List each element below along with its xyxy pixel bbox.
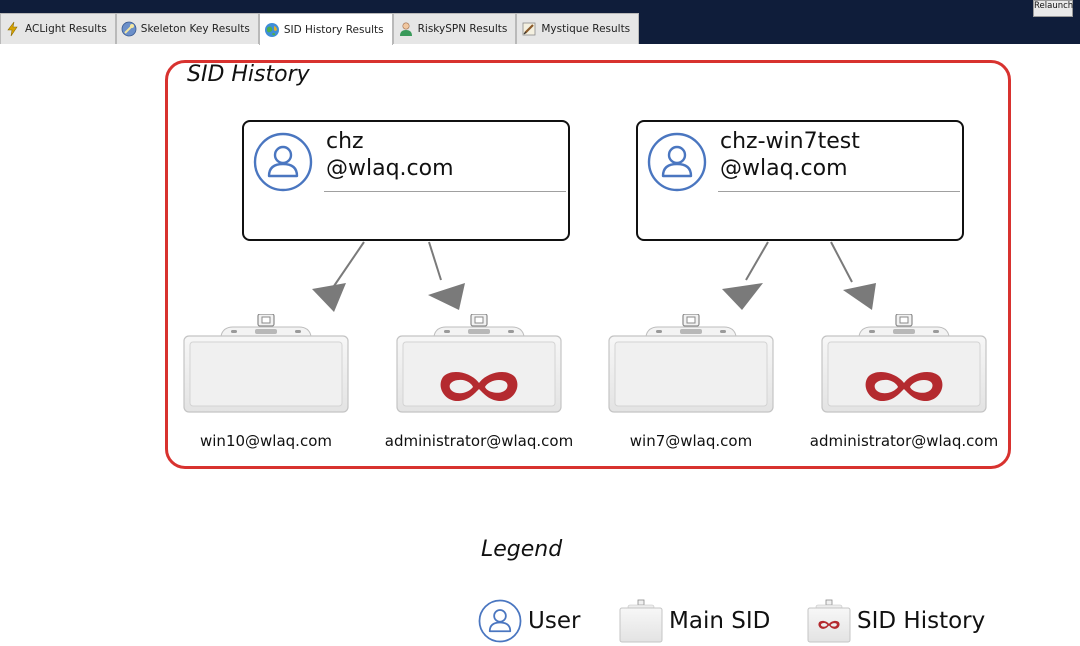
tab-label: Mystique Results [541,23,631,35]
panel-title: SID History [187,62,310,87]
divider [324,191,566,192]
tab-aclight-results[interactable]: ACLight Results [0,13,116,44]
legend-item-user: User [478,599,580,643]
legend-title: Legend [481,537,563,562]
user-name: chz-win7test [720,129,860,154]
badge-label: win10@wlaq.com [200,432,332,450]
tab-skeleton-key-results[interactable]: Skeleton Key Results [115,13,259,44]
person-icon [398,21,414,37]
user-card-chz-win7test[interactable]: chz-win7test @wlaq.com [636,120,964,241]
lightning-icon [5,21,21,37]
relaunch-button[interactable]: Relaunch [1033,0,1073,17]
divider [718,191,960,192]
user-icon [478,599,522,643]
legend-item-sid-history: SID History [807,599,985,643]
user-domain: @wlaq.com [720,156,848,181]
tab-riskyspn-results[interactable]: RiskySPN Results [392,13,517,44]
main-sid-badge-icon [619,599,663,643]
sid-history-badge-icon [821,314,987,414]
key-icon [121,21,137,37]
tab-strip: ACLight Results Skeleton Key Results SID… [0,13,640,45]
sid-history-badge-icon [807,599,851,643]
tab-label: ACLight Results [25,23,107,35]
user-icon [647,132,707,192]
user-card-chz[interactable]: chz @wlaq.com [242,120,570,241]
pencil-icon [521,21,537,37]
legend-label: Main SID [669,608,771,634]
main-sid-badge-icon [183,314,349,414]
globe-icon [264,22,280,38]
tab-label: Skeleton Key Results [140,23,250,35]
user-name: chz [326,129,364,154]
legend-item-main-sid: Main SID [619,599,770,643]
tab-label: RiskySPN Results [417,23,508,35]
main-sid-badge-icon [608,314,774,414]
user-domain: @wlaq.com [326,156,454,181]
sid-history-panel [165,60,1011,469]
badge-label: win7@wlaq.com [629,432,753,450]
tab-sid-history-results[interactable]: SID History Results [258,13,393,45]
tab-label: SID History Results [283,23,384,36]
badge-label: administrator@wlaq.com [384,432,574,450]
legend-label: SID History [857,608,986,634]
user-icon [253,132,313,192]
tab-mystique-results[interactable]: Mystique Results [516,13,640,44]
badge-label: administrator@wlaq.com [809,432,999,450]
legend-label: User [528,608,581,634]
sid-history-badge-icon [396,314,562,414]
